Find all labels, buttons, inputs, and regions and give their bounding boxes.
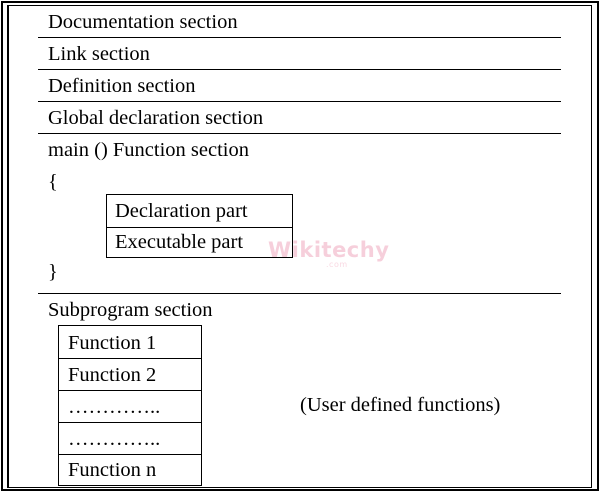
global-declaration-section-label: Global declaration section [48, 107, 264, 129]
function-row: ………….. [59, 390, 201, 422]
function-label: Function 2 [68, 364, 157, 386]
close-brace: } [48, 261, 58, 283]
function-label: ………….. [68, 428, 161, 450]
function-label: ………….. [68, 396, 161, 418]
separator-line [38, 37, 561, 38]
separator-line [38, 133, 561, 134]
function-row: Function 2 [59, 358, 201, 390]
user-defined-functions-note: (User defined functions) [300, 394, 501, 416]
executable-part-cell: Executable part [107, 227, 292, 257]
open-brace: { [48, 171, 58, 193]
function-label: Function 1 [68, 332, 157, 354]
watermark-name: Wikitechy [268, 238, 390, 262]
documentation-section-label: Documentation section [48, 11, 238, 33]
function-row: ………….. [59, 422, 201, 454]
separator-line [38, 101, 561, 102]
separator-line [38, 293, 561, 294]
function-row: Function 1 [59, 326, 201, 358]
declaration-part-cell: Declaration part [107, 195, 292, 227]
function-label: Function n [68, 459, 157, 481]
declaration-part-label: Declaration part [115, 200, 248, 222]
main-function-box: Declaration part Executable part [106, 194, 293, 258]
executable-part-label: Executable part [115, 231, 244, 253]
definition-section-label: Definition section [48, 75, 196, 97]
separator-line [38, 69, 561, 70]
main-function-section-label: main () Function section [48, 139, 249, 161]
wikitechy-watermark-logo: Wikitechy .com [268, 238, 390, 269]
function-row: Function n [59, 454, 201, 485]
subprogram-functions-box: Function 1 Function 2 ………….. ………….. Func… [58, 325, 202, 486]
subprogram-section-label: Subprogram section [48, 299, 213, 321]
link-section-label: Link section [48, 43, 150, 65]
watermark-domain: .com [326, 260, 348, 269]
